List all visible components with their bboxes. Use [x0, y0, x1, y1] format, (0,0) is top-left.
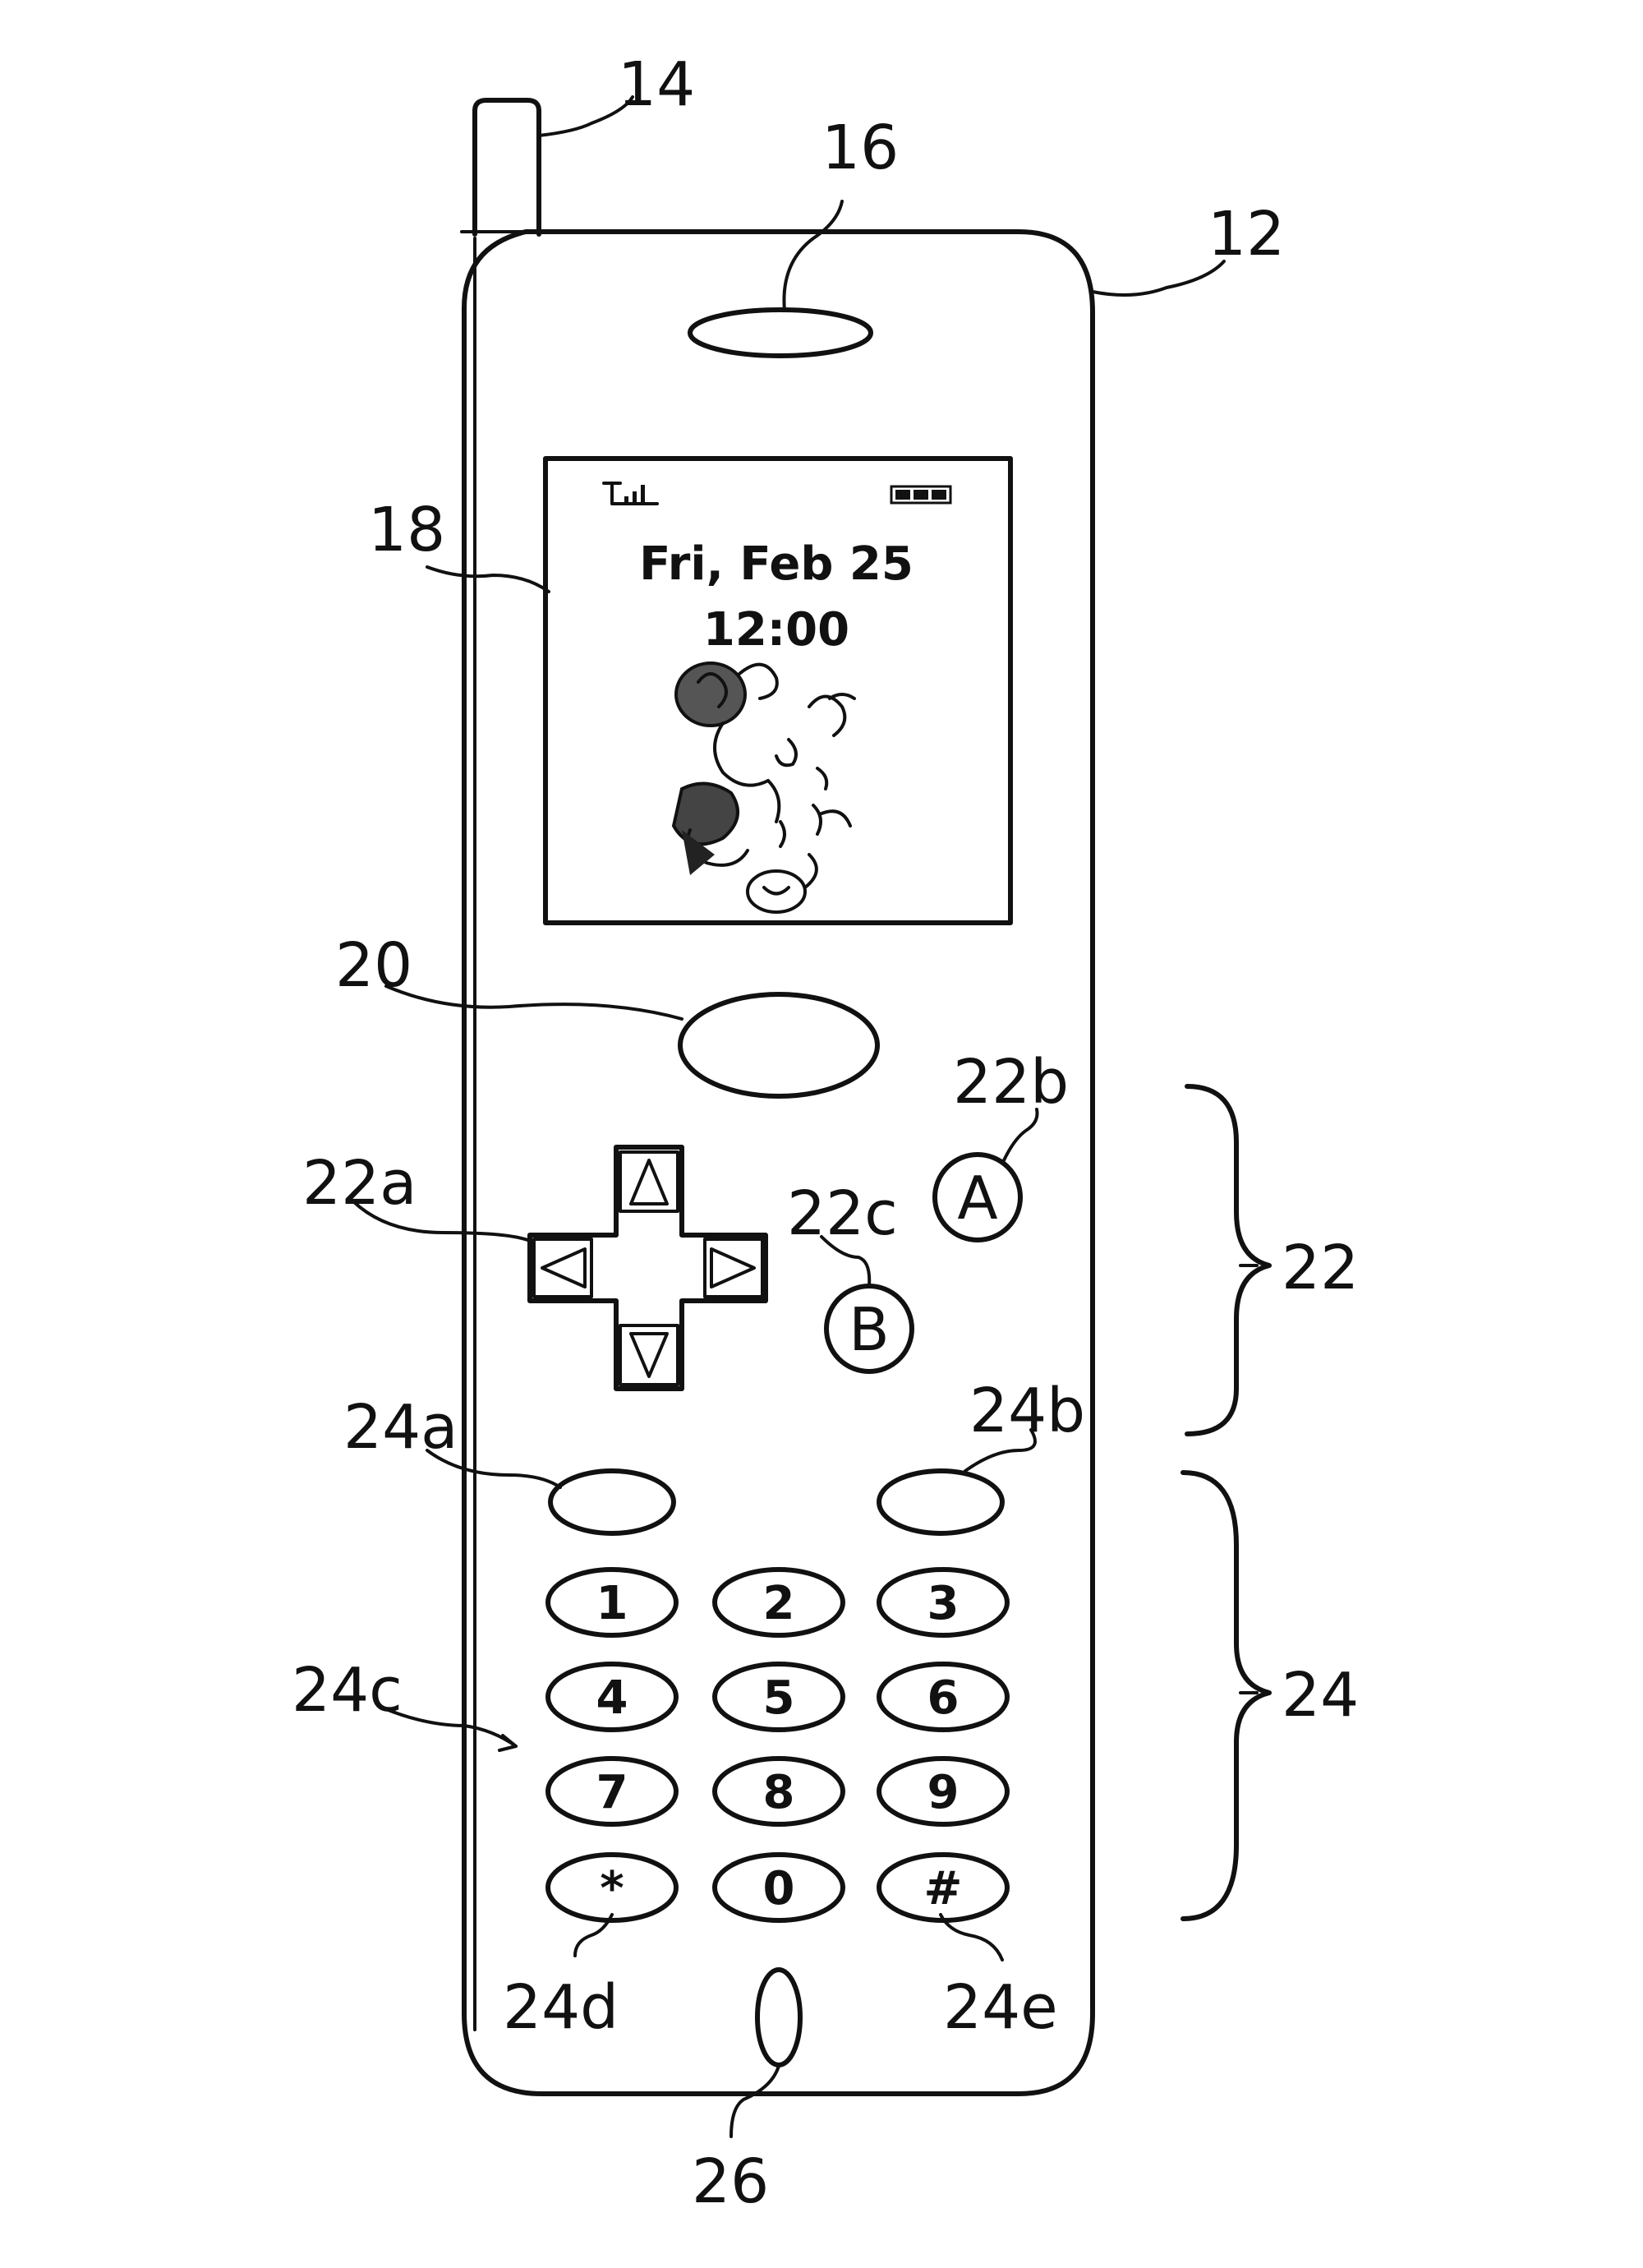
screen-time: 12:00: [703, 603, 849, 657]
svg-text:B: B: [849, 1295, 889, 1364]
ref-24a: 24a: [343, 1392, 458, 1463]
keypad-key[interactable]: 2: [712, 1567, 845, 1638]
keypad-key-label: *: [600, 1862, 624, 1915]
keypad-key[interactable]: 3: [877, 1567, 1010, 1638]
display: Fri, Feb 25 12:00: [543, 456, 1013, 925]
ref-22: 22: [1282, 1233, 1359, 1303]
keypad-key[interactable]: 8: [712, 1756, 845, 1827]
dpad-left-icon[interactable]: [532, 1238, 593, 1298]
dpad-down-icon[interactable]: [619, 1324, 679, 1386]
keypad-key-label: #: [924, 1862, 963, 1915]
keypad-key-label: 5: [763, 1671, 795, 1725]
ref-12: 12: [1208, 199, 1285, 270]
keypad-key[interactable]: 9: [877, 1756, 1010, 1827]
left-soft-key[interactable]: [548, 1468, 676, 1536]
dpad-up-icon[interactable]: [619, 1150, 679, 1213]
keypad-key[interactable]: 7: [545, 1756, 679, 1827]
ref-24b: 24b: [969, 1376, 1085, 1446]
reference-labels: 14 16 12 18 20 22b 22a 22c 22 24b 24a 24…: [292, 49, 1359, 2217]
bracket-22: [1185, 1084, 1272, 1436]
wallpaper-character-image: [671, 662, 856, 914]
ref-20: 20: [335, 930, 412, 1001]
center-button[interactable]: [678, 992, 880, 1099]
antenna: [460, 98, 554, 237]
signal-icon: [602, 482, 659, 505]
right-soft-key[interactable]: [877, 1468, 1005, 1536]
ref-14: 14: [618, 49, 695, 120]
screen-date: Fri, Feb 25: [639, 537, 914, 591]
dpad-right-icon[interactable]: [703, 1238, 764, 1298]
ref-18: 18: [368, 495, 445, 565]
ref-22c: 22c: [787, 1178, 898, 1249]
keypad-key-label: 7: [596, 1766, 628, 1819]
svg-text:A: A: [957, 1164, 997, 1233]
keypad-key-label: 1: [596, 1577, 628, 1630]
numeric-keypad: 1 2 3 4 5 6 7 8 9 * 0 #: [545, 1567, 1010, 1923]
keypad-key-label: 4: [596, 1671, 628, 1725]
bracket-24: [1180, 1470, 1272, 1921]
keypad-key-label: 2: [763, 1577, 795, 1630]
keypad-key[interactable]: 1: [545, 1567, 679, 1638]
b-button[interactable]: B: [824, 1284, 914, 1374]
keypad-key[interactable]: 4: [545, 1662, 679, 1732]
ref-24c: 24c: [292, 1655, 403, 1726]
battery-icon: [890, 485, 952, 505]
speaker-slot: [688, 307, 873, 358]
ref-16: 16: [822, 113, 899, 183]
keypad-key-label: 8: [763, 1766, 795, 1819]
ref-22b: 22b: [953, 1047, 1069, 1118]
dpad[interactable]: [527, 1145, 768, 1391]
keypad-key[interactable]: *: [545, 1852, 679, 1923]
keypad-key[interactable]: 5: [712, 1662, 845, 1732]
a-button[interactable]: A: [932, 1152, 1023, 1242]
ref-24d: 24d: [503, 1972, 619, 2043]
ref-24: 24: [1282, 1660, 1359, 1731]
phone-housing: [462, 229, 1095, 2096]
ref-24e: 24e: [943, 1972, 1058, 2043]
keypad-key-label: 0: [763, 1862, 795, 1915]
keypad-key-label: 6: [927, 1671, 960, 1725]
keypad-key[interactable]: 6: [877, 1662, 1010, 1732]
keypad-key[interactable]: 0: [712, 1852, 845, 1923]
keypad-key[interactable]: #: [877, 1852, 1010, 1923]
ref-26: 26: [692, 2146, 769, 2217]
ref-22a: 22a: [302, 1148, 417, 1219]
keypad-key-label: 3: [927, 1577, 960, 1630]
keypad-key-label: 9: [927, 1766, 960, 1819]
leader-lines: [352, 95, 1259, 2138]
microphone-slot: [755, 1967, 803, 2067]
